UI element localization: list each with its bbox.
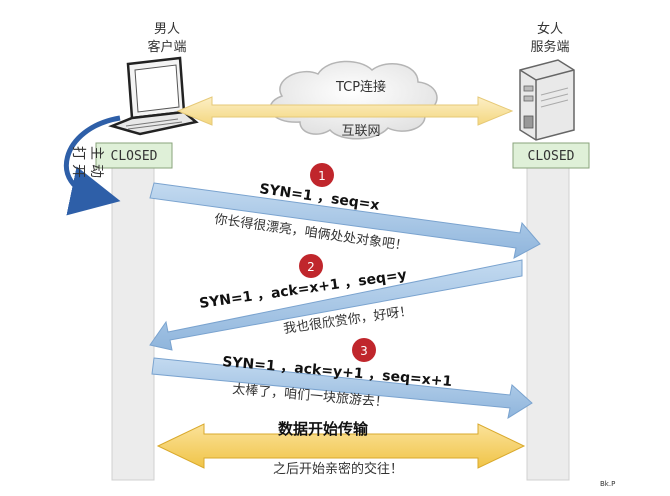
server-lane	[526, 161, 570, 481]
client-state-box	[95, 142, 173, 169]
client-title-line2: 客户端	[147, 39, 186, 55]
active-open-char: 动	[88, 164, 104, 178]
step2-number: 2	[307, 260, 315, 274]
step1-syn-arrow	[149, 182, 541, 259]
cloud-subtitle: 互联网	[341, 124, 380, 139]
step1-number: 1	[318, 169, 326, 183]
cloud-title: TCP连接	[335, 79, 386, 95]
server-state-text: CLOSED	[528, 149, 575, 164]
server-title-line2: 服务端	[530, 39, 569, 55]
laptop-icon	[108, 56, 199, 136]
step3-marker: 3	[352, 338, 376, 362]
internet-cloud	[269, 60, 438, 140]
client-title-line1: 男人	[154, 22, 180, 37]
tcp-connection-arrow	[176, 96, 514, 126]
active-open-char: 主	[88, 146, 104, 160]
server-state-box	[512, 142, 590, 169]
data-transfer-arrow	[156, 423, 526, 469]
step2-syn-ack-arrow	[149, 259, 523, 351]
step1-marker: 1	[310, 163, 334, 187]
watermark: Bk.P	[600, 480, 615, 488]
active-open-char: 打	[70, 146, 87, 160]
client-lane	[111, 161, 155, 481]
step2-marker: 2	[299, 254, 323, 278]
active-open-char: 开	[70, 164, 86, 178]
active-open-curve-arrow	[63, 115, 121, 216]
step3-ack-arrow	[151, 357, 533, 420]
data-transfer-caption: 之后开始亲密的交往！	[273, 461, 403, 477]
data-transfer-title: 数据开始传输	[278, 420, 369, 438]
step3-number: 3	[360, 344, 368, 358]
server-tower-icon	[519, 59, 575, 141]
client-state-text: CLOSED	[111, 149, 158, 164]
server-title-line1: 女人	[537, 21, 563, 37]
